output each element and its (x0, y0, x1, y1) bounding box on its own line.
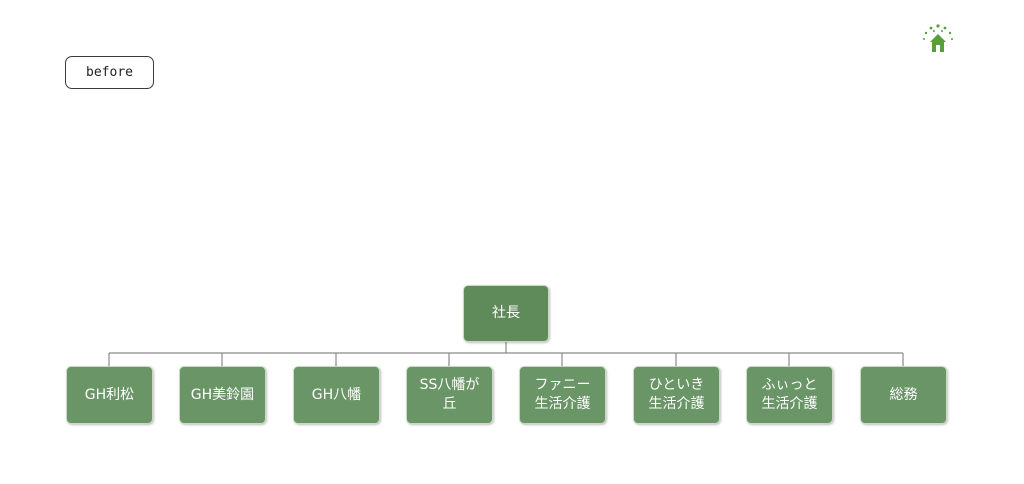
org-node-hitoiki: ひといき 生活介護 (633, 366, 720, 424)
org-node-gh-rimatsu: GH利松 (66, 366, 153, 424)
before-label: before (65, 56, 154, 89)
org-node-fit: ふぃっと 生活介護 (746, 366, 833, 424)
org-node-ss-yahatagaoka: SS八幡が 丘 (406, 366, 493, 424)
org-node-funny: ファニー 生活介護 (519, 366, 606, 424)
org-node-gh-yahata: GH八幡 (293, 366, 380, 424)
org-node-general-affairs: 総務 (860, 366, 947, 424)
org-node-president: 社長 (463, 285, 549, 342)
tree-house-icon (923, 24, 953, 52)
org-node-gh-misuzuen: GH美鈴園 (179, 366, 266, 424)
